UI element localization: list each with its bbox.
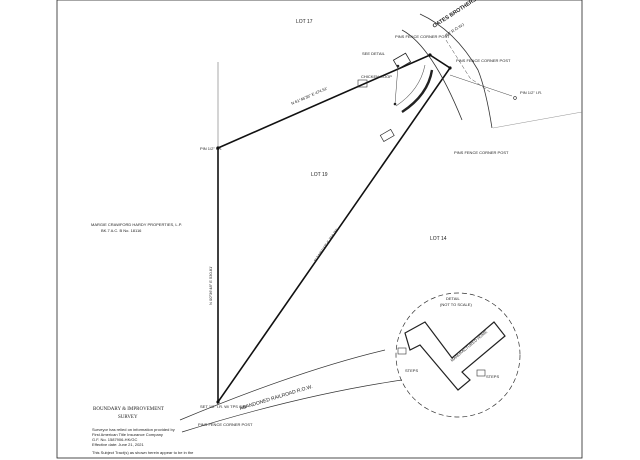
pin-marker-east <box>513 96 517 100</box>
driveway-edge <box>395 64 426 107</box>
shed-shape <box>379 128 395 142</box>
bearing-southeast: N 34°51'37" E 766.99' <box>313 228 340 263</box>
manufactured-home-label: MANUFACTURED HOME <box>449 329 488 363</box>
pin-ir-label: PIN 1/2" I.R. <box>520 90 542 95</box>
lot14-boundary <box>492 111 583 129</box>
fence-post-ne-label: PINS FENCE CORNER POST <box>456 58 511 63</box>
railroad-row-north <box>179 349 386 421</box>
service-line <box>394 65 399 105</box>
nw-corner-marker <box>216 146 220 150</box>
road-line-east <box>449 74 513 97</box>
note2-line: This Subject Tract(s) as shown herein ap… <box>92 450 194 455</box>
sheet-border <box>56 0 583 459</box>
note-block: Surveyor has relied on information provi… <box>92 427 194 455</box>
note1-line: Effective date: June 21, 2021 <box>92 442 145 447</box>
note1-line: First American Title Insurance Company <box>92 432 163 437</box>
steps-west-shape <box>397 347 407 355</box>
lot14-label: LOT 14 <box>430 236 447 242</box>
fence-post-n-label: PINS FENCE CORNER POST <box>395 34 450 39</box>
detail-subtitle: (NOT TO SCALE) <box>440 302 472 307</box>
pole-marker <box>393 102 397 106</box>
steps-south-shape <box>476 369 486 377</box>
title-line2: SURVEY <box>118 415 138 420</box>
steps-south-label: STEPS <box>486 374 499 379</box>
road-edge-west <box>401 29 463 121</box>
nw-pin-label: PIN 1/2" I.R. <box>200 146 222 151</box>
manufactured-home-outline <box>404 321 506 391</box>
see-detail-label: SEE DETAIL <box>362 51 386 56</box>
railroad-row-south <box>181 379 403 433</box>
railroad-label: ABANDONED RAILROAD R.O.W. <box>239 384 314 412</box>
sw-corner-marker <box>216 400 220 404</box>
title-line1: BOUNDARY & IMPROVEMENT <box>93 407 164 412</box>
bearing-west: N 00°36'48" E 530.81' <box>208 266 213 305</box>
house-footprint <box>392 52 412 70</box>
note1-line: G.F. No. 1587906-HK/GC <box>92 437 137 442</box>
se-corner-marker <box>448 66 452 70</box>
lot17-label: LOT 17 <box>296 19 313 25</box>
sw-pin-label: SET 1/2" I.R. W/ TPS CAP <box>200 404 248 409</box>
detail-circle <box>395 292 521 418</box>
driveway <box>401 69 434 114</box>
detail-title: DETAIL <box>446 296 460 301</box>
note1-line: Surveyor has relied on information provi… <box>92 427 175 432</box>
chicken-coop-label: CHICKEN COOP <box>361 74 392 79</box>
road-edge-east <box>419 13 493 129</box>
chicken-coop-shape <box>357 79 368 88</box>
sw-fence-label: PINS FENCE CORNER POST <box>198 422 253 427</box>
ne-corner-marker <box>428 53 432 57</box>
owner-line2: BK.7 A.C. B No. 18116 <box>101 228 142 233</box>
road-centerline <box>445 39 491 93</box>
steps-west-label: STEPS <box>405 368 418 373</box>
fence-post-e-label: PINS FENCE CORNER POST <box>454 150 509 155</box>
owner-line1: MARGIE CRAWFORD HARDY PROPERTIES, L.P. <box>91 222 182 227</box>
lot19-label: LOT 19 <box>311 172 328 178</box>
